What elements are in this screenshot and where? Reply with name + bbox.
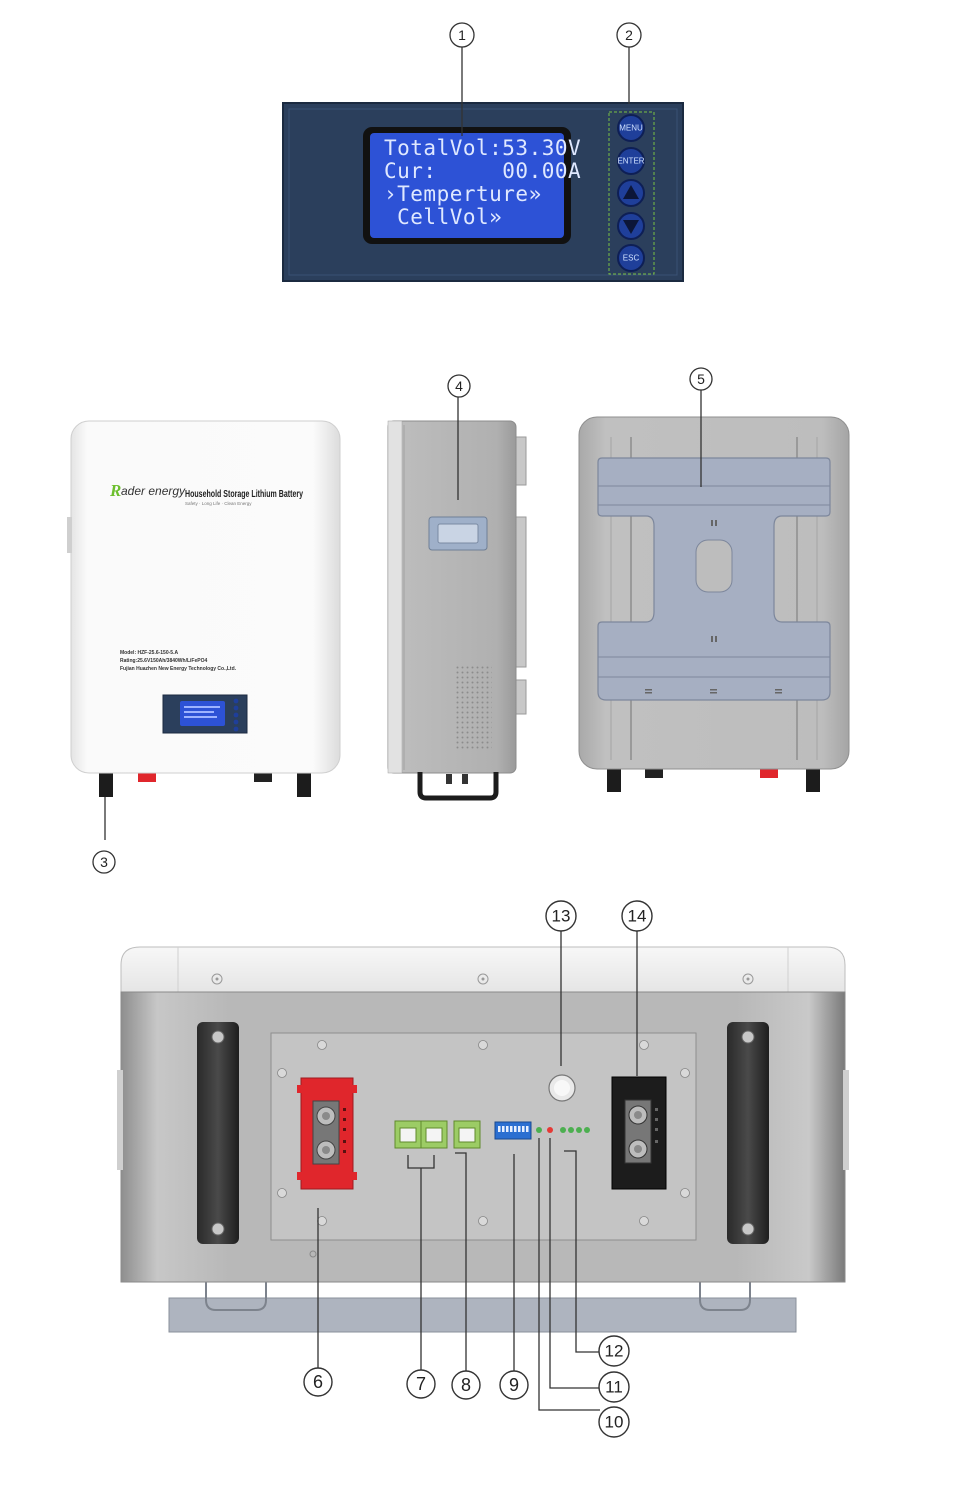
- lcd-line-2: Cur: 00.00A: [384, 159, 581, 183]
- brand-initial: R: [109, 481, 121, 500]
- wall-mount-bracket: [597, 457, 831, 701]
- esc-button[interactable]: ESC: [617, 244, 645, 272]
- menu-button-label: MENU: [619, 124, 643, 133]
- callout-12: 12: [598, 1335, 630, 1367]
- spec-line-1: Model: HZF-25.6-150-5.A: [120, 650, 178, 656]
- power-switch: [548, 1074, 576, 1102]
- spec-line-2: Rating:25.6V150Ah/3840Wh/LiFePO4: [120, 658, 207, 664]
- triangle-down-icon: [623, 220, 639, 234]
- callout-6: 6: [303, 1367, 333, 1397]
- rj45-port-pair: [394, 1120, 448, 1149]
- svg-text:8: 8: [461, 1375, 471, 1395]
- run-led: [536, 1127, 542, 1133]
- lcd-line-1: TotalVol:53.30V: [384, 136, 581, 160]
- svg-text:12: 12: [605, 1342, 624, 1361]
- svg-text:7: 7: [416, 1374, 426, 1394]
- svg-text:2: 2: [625, 27, 633, 43]
- callout-3: 3: [92, 850, 116, 874]
- side-view: [387, 420, 527, 801]
- lcd-display-panel: TotalVol:53.30V Cur: 00.00A ›Temperture»…: [282, 102, 684, 282]
- front-mini-display: [162, 694, 248, 734]
- svg-text:4: 4: [455, 378, 463, 394]
- esc-button-label: ESC: [623, 254, 640, 263]
- callout-13: 13: [545, 900, 577, 932]
- svg-text:9: 9: [509, 1375, 519, 1395]
- leader-lines: [104, 47, 702, 1411]
- svg-text:3: 3: [100, 854, 108, 870]
- front-view: R ader energy Household Storage Lithium …: [67, 420, 341, 797]
- callout-2: 2: [616, 22, 642, 48]
- lcd-line-3: ›Temperture»: [384, 182, 542, 206]
- brand-logo: R ader energy: [109, 481, 186, 500]
- svg-text:13: 13: [552, 907, 571, 926]
- svg-text:10: 10: [605, 1413, 624, 1432]
- triangle-up-icon: [623, 185, 639, 199]
- spec-line-3: Fujian Huazhen New Energy Technology Co.…: [120, 666, 237, 672]
- callout-7: 7: [406, 1369, 436, 1399]
- svg-text:6: 6: [313, 1372, 323, 1392]
- down-button[interactable]: [617, 212, 645, 240]
- svg-text:14: 14: [628, 907, 647, 926]
- callout-1: 1: [449, 22, 475, 48]
- callout-8: 8: [451, 1370, 481, 1400]
- negative-terminal: [611, 1076, 667, 1190]
- rj45-port-single: [453, 1120, 481, 1149]
- product-tagline: Safety · Long Life · Clean Energy: [185, 501, 252, 506]
- callout-4: 4: [447, 374, 471, 398]
- side-handle: [428, 516, 488, 551]
- menu-button[interactable]: MENU: [617, 114, 645, 142]
- callout-14: 14: [621, 900, 653, 932]
- left-handle: [197, 1022, 239, 1244]
- callout-11: 11: [598, 1371, 630, 1403]
- product-title: Household Storage Lithium Battery: [185, 489, 303, 500]
- positive-terminal: [297, 1077, 357, 1190]
- lcd-screen: TotalVol:53.30V Cur: 00.00A ›Temperture»…: [363, 127, 581, 244]
- svg-text:5: 5: [697, 371, 705, 387]
- alarm-led: [547, 1127, 553, 1133]
- svg-text:11: 11: [605, 1378, 623, 1397]
- enter-button-label: ENTER: [617, 157, 644, 166]
- callout-9: 9: [499, 1370, 529, 1400]
- lcd-button-column: MENU ENTER ESC: [608, 111, 655, 275]
- side-bracket: [417, 772, 499, 801]
- dip-switch: [494, 1121, 532, 1140]
- svg-text:1: 1: [458, 27, 466, 43]
- lcd-line-4: CellVol»: [384, 205, 502, 229]
- callout-10: 10: [598, 1406, 630, 1438]
- up-button[interactable]: [617, 179, 645, 207]
- enter-button[interactable]: ENTER: [617, 147, 645, 175]
- brand-name: ader energy: [121, 484, 186, 498]
- bottom-connection-view: [117, 946, 849, 1333]
- led-indicators: [536, 1127, 590, 1133]
- callout-markers: 1 2 3 4 5 6 7 8: [92, 22, 713, 1438]
- right-handle: [727, 1022, 769, 1244]
- callout-5: 5: [689, 367, 713, 391]
- back-view: [578, 416, 850, 792]
